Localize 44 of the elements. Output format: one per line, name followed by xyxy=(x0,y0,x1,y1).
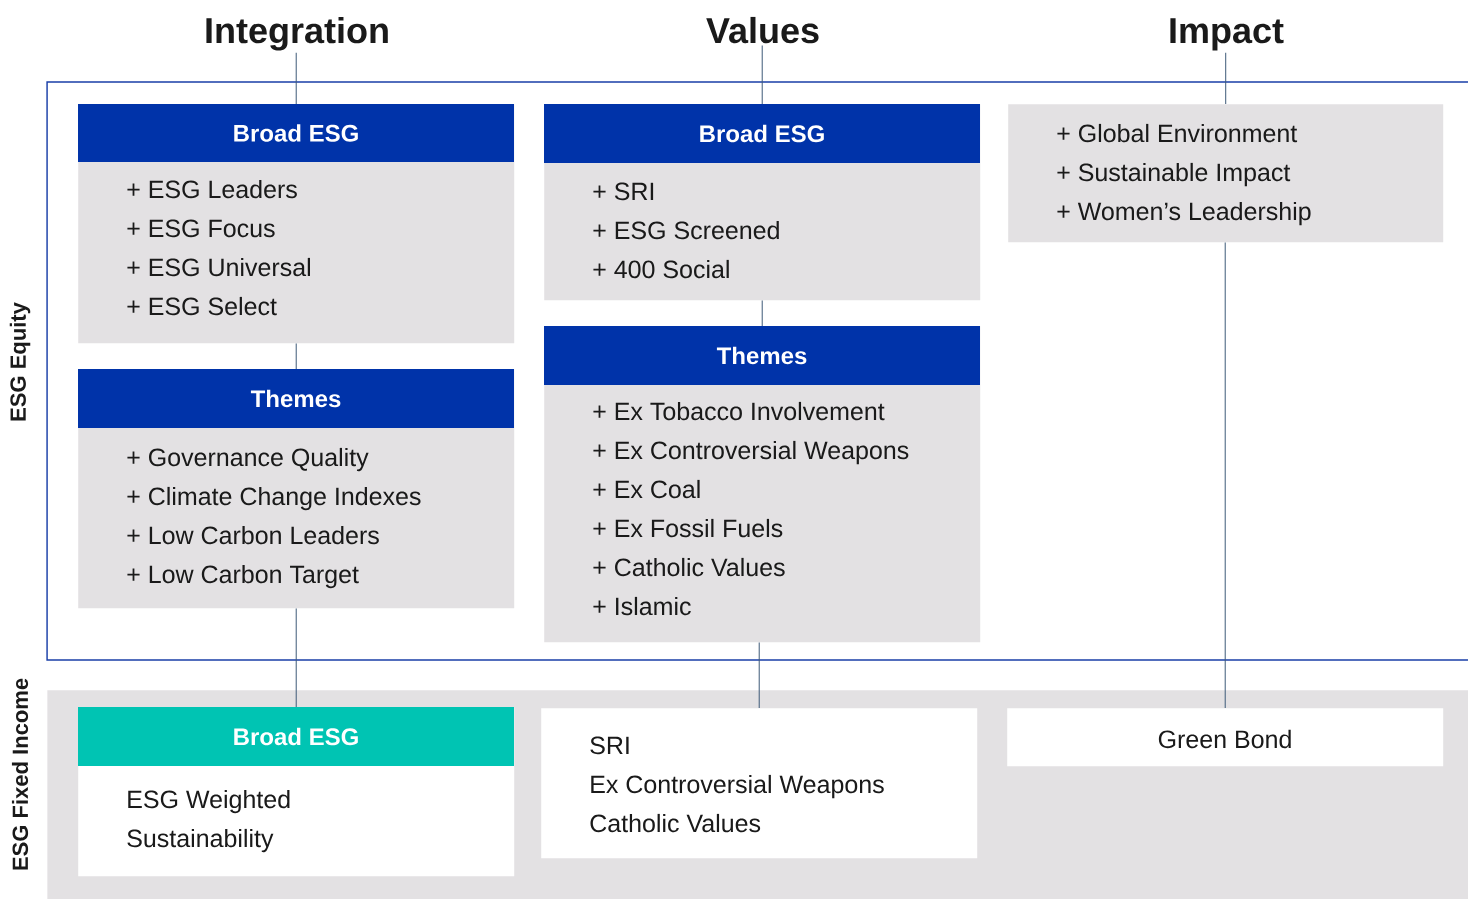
section-label: ESG Equity xyxy=(9,302,31,421)
connector-line xyxy=(761,45,763,105)
list-item: + Women’s Leadership xyxy=(1057,201,1311,226)
list-item: + Ex Tobacco Involvement xyxy=(593,401,885,421)
list-item: + Climate Change Indexes xyxy=(127,486,421,511)
list-item: + Catholic Values xyxy=(593,557,785,577)
card-heading: Themes xyxy=(716,346,807,365)
list-item: + ESG Leaders xyxy=(127,179,297,199)
list-item: ESG Weighted xyxy=(128,789,290,814)
list-item: + Ex Fossil Fuels xyxy=(593,518,783,538)
list-item: + Ex Coal xyxy=(593,479,700,499)
list-item: + 400 Social xyxy=(593,259,729,279)
connector-line xyxy=(1224,241,1226,709)
column-heading: Impact xyxy=(1170,18,1284,51)
list-item: + SRI xyxy=(593,182,654,201)
list-item: + Low Carbon Target xyxy=(127,564,359,589)
card-text: Green Bond xyxy=(1158,729,1291,749)
list-item: Catholic Values xyxy=(590,813,761,833)
connector-line xyxy=(295,607,297,708)
connector-line xyxy=(758,641,760,709)
list-item: + ESG Screened xyxy=(593,220,779,240)
list-item: + Islamic xyxy=(593,596,691,616)
list-item: + Low Carbon Leaders xyxy=(127,525,379,545)
column-heading: Values xyxy=(706,16,819,44)
card-heading: Broad ESG xyxy=(700,124,824,143)
list-item: SRI xyxy=(590,736,629,755)
card-heading: Broad ESG xyxy=(234,727,358,746)
connector-line xyxy=(1225,52,1227,105)
list-item: + Global Environment xyxy=(1057,123,1298,143)
connector-line xyxy=(761,299,763,327)
connector-line xyxy=(295,342,297,370)
list-item: Ex Controversial Weapons xyxy=(591,774,884,799)
list-item: + ESG Select xyxy=(127,296,277,316)
column-heading: Integration xyxy=(206,16,388,51)
section-label: ESG Fixed Income xyxy=(11,678,29,870)
list-item: Sustainability xyxy=(127,828,274,853)
list-item: + ESG Universal xyxy=(127,257,310,277)
list-item: + ESG Focus xyxy=(127,219,275,238)
card-heading: Themes xyxy=(250,389,341,408)
list-item: + Sustainable Impact xyxy=(1057,162,1291,187)
card-heading: Broad ESG xyxy=(234,124,358,142)
connector-line xyxy=(295,52,297,105)
list-item: + Governance Quality xyxy=(127,447,369,472)
list-item: + Ex Controversial Weapons xyxy=(593,440,909,465)
